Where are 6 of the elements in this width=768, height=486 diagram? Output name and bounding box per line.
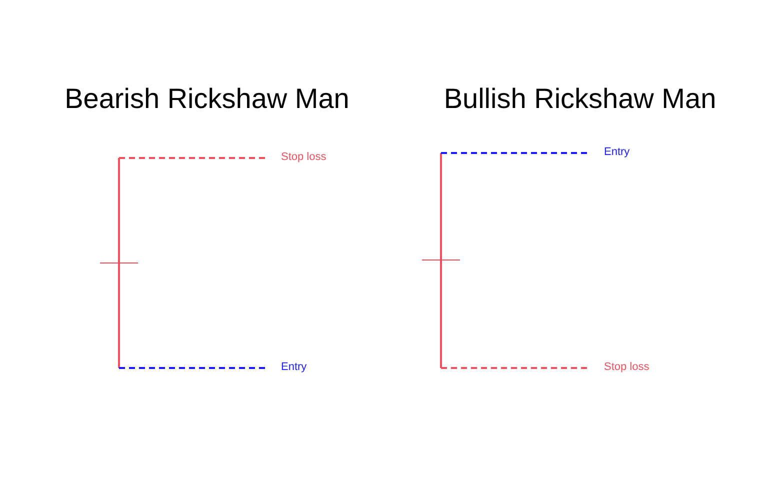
level-label: Entry <box>604 147 630 158</box>
level-label: Stop loss <box>604 362 650 373</box>
chart-title: Bearish Rickshaw Man <box>64 85 350 113</box>
chart-title: Bullish Rickshaw Man <box>444 85 716 113</box>
level-label: Entry <box>281 362 307 373</box>
level-label: Stop loss <box>281 152 326 163</box>
